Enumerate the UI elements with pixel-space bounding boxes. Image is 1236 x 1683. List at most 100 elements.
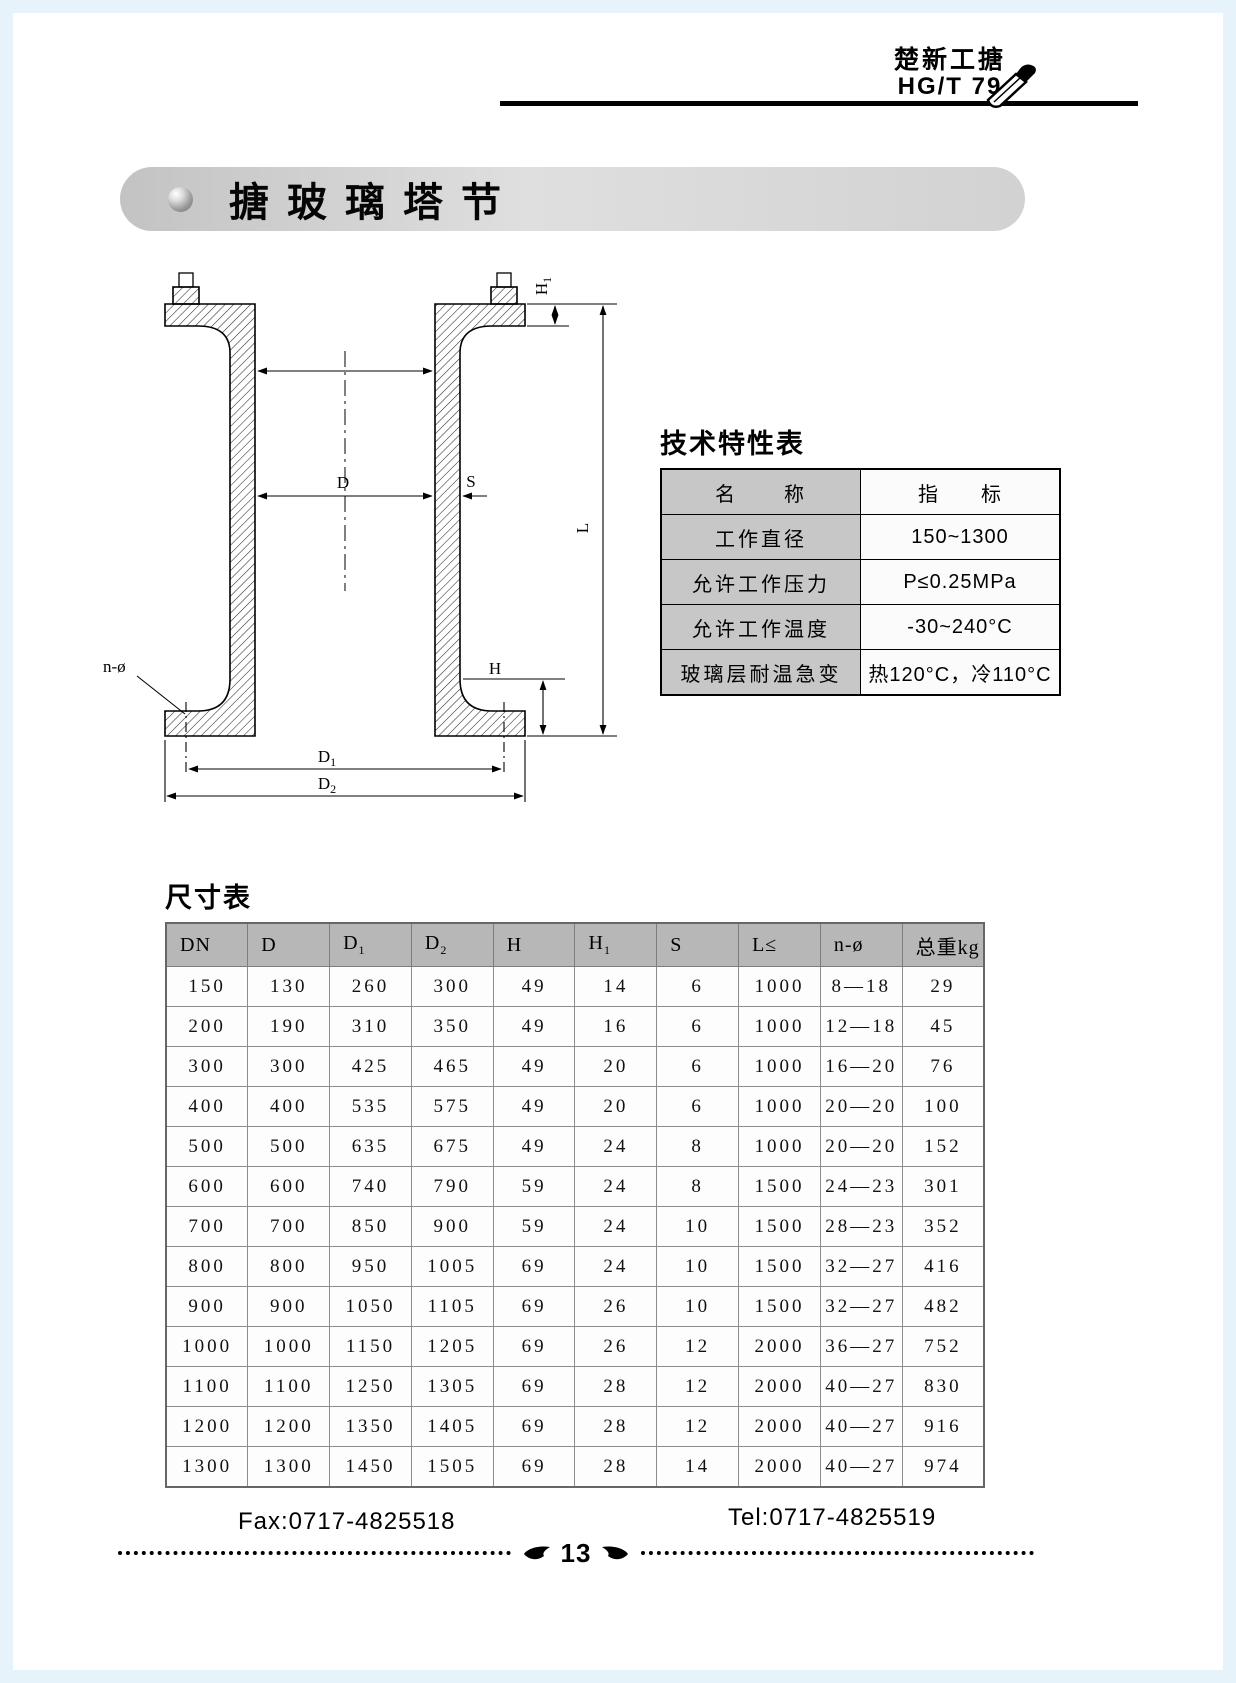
dim-table-cell: 1405 <box>410 1406 494 1447</box>
dim-table-cell: 2000 <box>738 1326 821 1367</box>
dim-column-header: H <box>492 922 576 967</box>
label-d2: D2 <box>318 774 336 796</box>
dim-table-cell: 20—20 <box>819 1086 903 1127</box>
dim-table-cell: 1150 <box>329 1326 412 1367</box>
footer-page-group: 13 <box>523 1538 630 1569</box>
dim-table-cell: 1200 <box>165 1406 249 1447</box>
dim-table-cell: 40—27 <box>819 1406 903 1447</box>
dim-table-cell: 260 <box>329 966 412 1007</box>
dim-table-cell: 800 <box>247 1246 331 1287</box>
spec-row-label: 允许工作温度 <box>660 604 861 650</box>
dim-table-cell: 425 <box>329 1046 412 1087</box>
dim-table-cell: 300 <box>410 966 494 1007</box>
dim-table-cell: 59 <box>492 1206 576 1247</box>
spec-row-label: 允许工作压力 <box>660 559 861 605</box>
dim-table-cell: 310 <box>329 1006 412 1047</box>
dim-table-cell: 69 <box>492 1286 576 1327</box>
dim-table-cell: 49 <box>492 1046 576 1087</box>
right-ornament-icon <box>602 1546 629 1560</box>
dim-table-cell: 600 <box>247 1166 331 1207</box>
dim-table-cell: 790 <box>410 1166 494 1207</box>
dim-table-cell: 24—23 <box>819 1166 903 1207</box>
dim-table-cell: 1000 <box>165 1326 249 1367</box>
dim-table-cell: 1350 <box>329 1406 412 1447</box>
dim-table-cell: 69 <box>492 1406 576 1447</box>
dim-table-cell: 49 <box>492 1126 576 1167</box>
dim-table-cell: 20 <box>574 1046 658 1087</box>
tel-number: Tel:0717-4825519 <box>728 1504 937 1531</box>
dim-table-cell: 2000 <box>738 1446 821 1488</box>
dim-table-cell: 49 <box>492 1086 576 1127</box>
dim-table-cell: 850 <box>329 1206 412 1247</box>
dim-table-cell: 32—27 <box>819 1286 903 1327</box>
dim-table-cell: 1250 <box>329 1366 412 1407</box>
dim-table-cell: 2000 <box>738 1406 821 1447</box>
dim-table-cell: 535 <box>329 1086 412 1127</box>
dim-table-cell: 916 <box>901 1406 985 1447</box>
dim-table-cell: 416 <box>901 1246 985 1287</box>
dim-table-cell: 10 <box>656 1206 740 1247</box>
fax-number: Fax:0717-4825518 <box>238 1508 456 1535</box>
dim-table-cell: 1000 <box>738 1126 821 1167</box>
dim-table-cell: 59 <box>492 1166 576 1207</box>
dim-table-cell: 974 <box>901 1446 985 1488</box>
dim-table-cell: 12 <box>656 1366 740 1407</box>
dim-table-cell: 69 <box>492 1246 576 1287</box>
dim-table-cell: 950 <box>329 1246 412 1287</box>
dim-table-cell: 24 <box>574 1126 658 1167</box>
dim-table-cell: 1300 <box>247 1446 331 1488</box>
label-d: D <box>337 473 349 492</box>
dim-table-cell: 900 <box>410 1206 494 1247</box>
dim-table-cell: 465 <box>410 1046 494 1087</box>
dim-table-cell: 8 <box>656 1126 740 1167</box>
dim-table-cell: 1050 <box>329 1286 412 1327</box>
dim-table-cell: 14 <box>656 1446 740 1488</box>
dim-table-cell: 800 <box>165 1246 249 1287</box>
left-bolt-icon <box>172 286 200 305</box>
dim-column-header: D <box>247 922 331 967</box>
dim-table-cell: 1200 <box>247 1406 331 1447</box>
dim-table-cell: 2000 <box>738 1366 821 1407</box>
title-banner: 搪玻璃塔节 <box>120 167 1025 231</box>
left-ornament-icon <box>523 1546 550 1560</box>
label-n-phi: n-ø <box>103 657 126 676</box>
dim-table-cell: 1005 <box>410 1246 494 1287</box>
dim-table-cell: 24 <box>574 1166 658 1207</box>
dim-table-cell: 1100 <box>165 1366 249 1407</box>
dim-table-cell: 69 <box>492 1326 576 1367</box>
writing-hand-icon <box>982 62 1044 115</box>
dim-table-cell: 1500 <box>738 1166 821 1207</box>
dim-table-cell: 16 <box>574 1006 658 1047</box>
dim-column-header: n-ø <box>819 922 903 967</box>
dim-table-cell: 1500 <box>738 1246 821 1287</box>
dim-table-cell: 12 <box>656 1326 740 1367</box>
dim-table-cell: 20 <box>574 1086 658 1127</box>
dim-table-cell: 1105 <box>410 1286 494 1327</box>
dim-table-cell: 28 <box>574 1366 658 1407</box>
standard-number: HG/T 79 <box>897 73 1003 100</box>
dim-table-cell: 635 <box>329 1126 412 1167</box>
dim-table-cell: 69 <box>492 1366 576 1407</box>
dotted-line-right <box>641 1551 1035 1555</box>
dim-table-cell: 10 <box>656 1286 740 1327</box>
dim-column-header: D1 <box>329 922 412 967</box>
left-shell-section <box>164 303 256 737</box>
dim-table-cell: 1505 <box>410 1446 494 1488</box>
dim-table-cell: 24 <box>574 1206 658 1247</box>
dim-table-cell: 49 <box>492 1006 576 1047</box>
dim-table-cell: 100 <box>901 1086 985 1127</box>
right-shell-section <box>434 303 526 737</box>
dim-table-cell: 36—27 <box>819 1326 903 1367</box>
dim-table-cell: 1000 <box>738 1086 821 1127</box>
dim-table-cell: 28 <box>574 1446 658 1488</box>
